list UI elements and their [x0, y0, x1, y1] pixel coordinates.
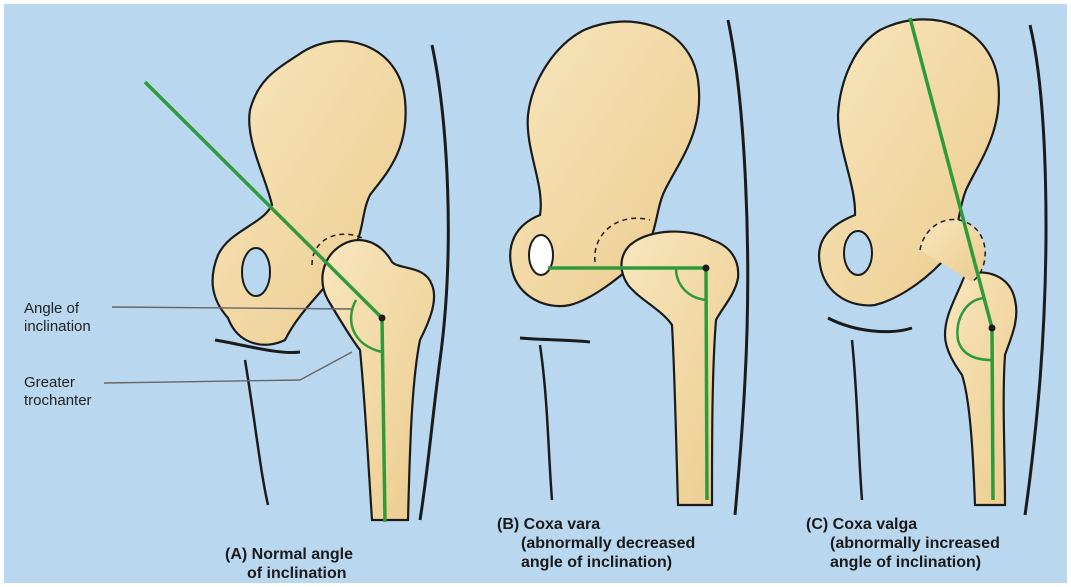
panel-c-caption-line-2: (abnormally increased	[806, 534, 1000, 553]
panel-a-obturator	[242, 248, 270, 296]
angle-of-inclination-label: Angle of inclination	[24, 300, 91, 336]
panel-a-caption: (A) Normal angle of inclination	[225, 545, 353, 583]
panel-c-caption-line-3: angle of inclination)	[806, 553, 1000, 572]
panel-c-obturator	[844, 231, 872, 275]
panel-c-caption: (C) Coxa valga (abnormally increased ang…	[806, 515, 1000, 572]
trochanter-label-line-1: Greater	[24, 374, 92, 392]
panel-a-femur	[322, 240, 434, 520]
angle-label-line-1: Angle of	[24, 300, 91, 318]
panel-b-caption-line-1: (B) Coxa vara	[497, 515, 695, 534]
panel-c-thigh-inner	[852, 340, 862, 500]
panel-c-shaft-axis	[992, 328, 993, 500]
panel-b-shaft-axis	[706, 268, 707, 500]
panel-c-drawing	[819, 18, 1046, 515]
panel-b-vertex	[703, 265, 710, 272]
panel-c-thigh-outline	[828, 318, 912, 332]
panel-c-femur	[945, 272, 1016, 505]
panel-b-caption-line-3: angle of inclination)	[497, 553, 695, 572]
panel-b-femur	[621, 232, 738, 505]
angle-leader-line	[112, 307, 352, 309]
panel-c-caption-line-1: (C) Coxa valga	[806, 515, 1000, 534]
trochanter-leader-line	[104, 380, 300, 383]
panel-b-caption: (B) Coxa vara (abnormally decreased angl…	[497, 515, 695, 572]
greater-trochanter-label: Greater trochanter	[24, 374, 92, 410]
panel-b-thigh-outline	[520, 338, 590, 342]
panel-a-drawing	[104, 41, 448, 522]
panel-b-thigh-inner	[540, 345, 552, 500]
trochanter-label-line-2: trochanter	[24, 392, 92, 410]
panel-c-body-outline	[1025, 25, 1046, 515]
panel-b-caption-line-2: (abnormally decreased	[497, 534, 695, 553]
panel-b-drawing	[510, 20, 747, 515]
angle-label-line-2: inclination	[24, 318, 91, 336]
panel-a-vertex	[379, 315, 386, 322]
panel-a-thigh-inner	[245, 360, 268, 505]
panel-c-vertex	[989, 325, 996, 332]
trochanter-leader-line-2	[300, 352, 352, 380]
panel-a-caption-line-2: of inclination	[225, 564, 353, 583]
panel-a-caption-line-1: (A) Normal angle	[225, 545, 353, 564]
